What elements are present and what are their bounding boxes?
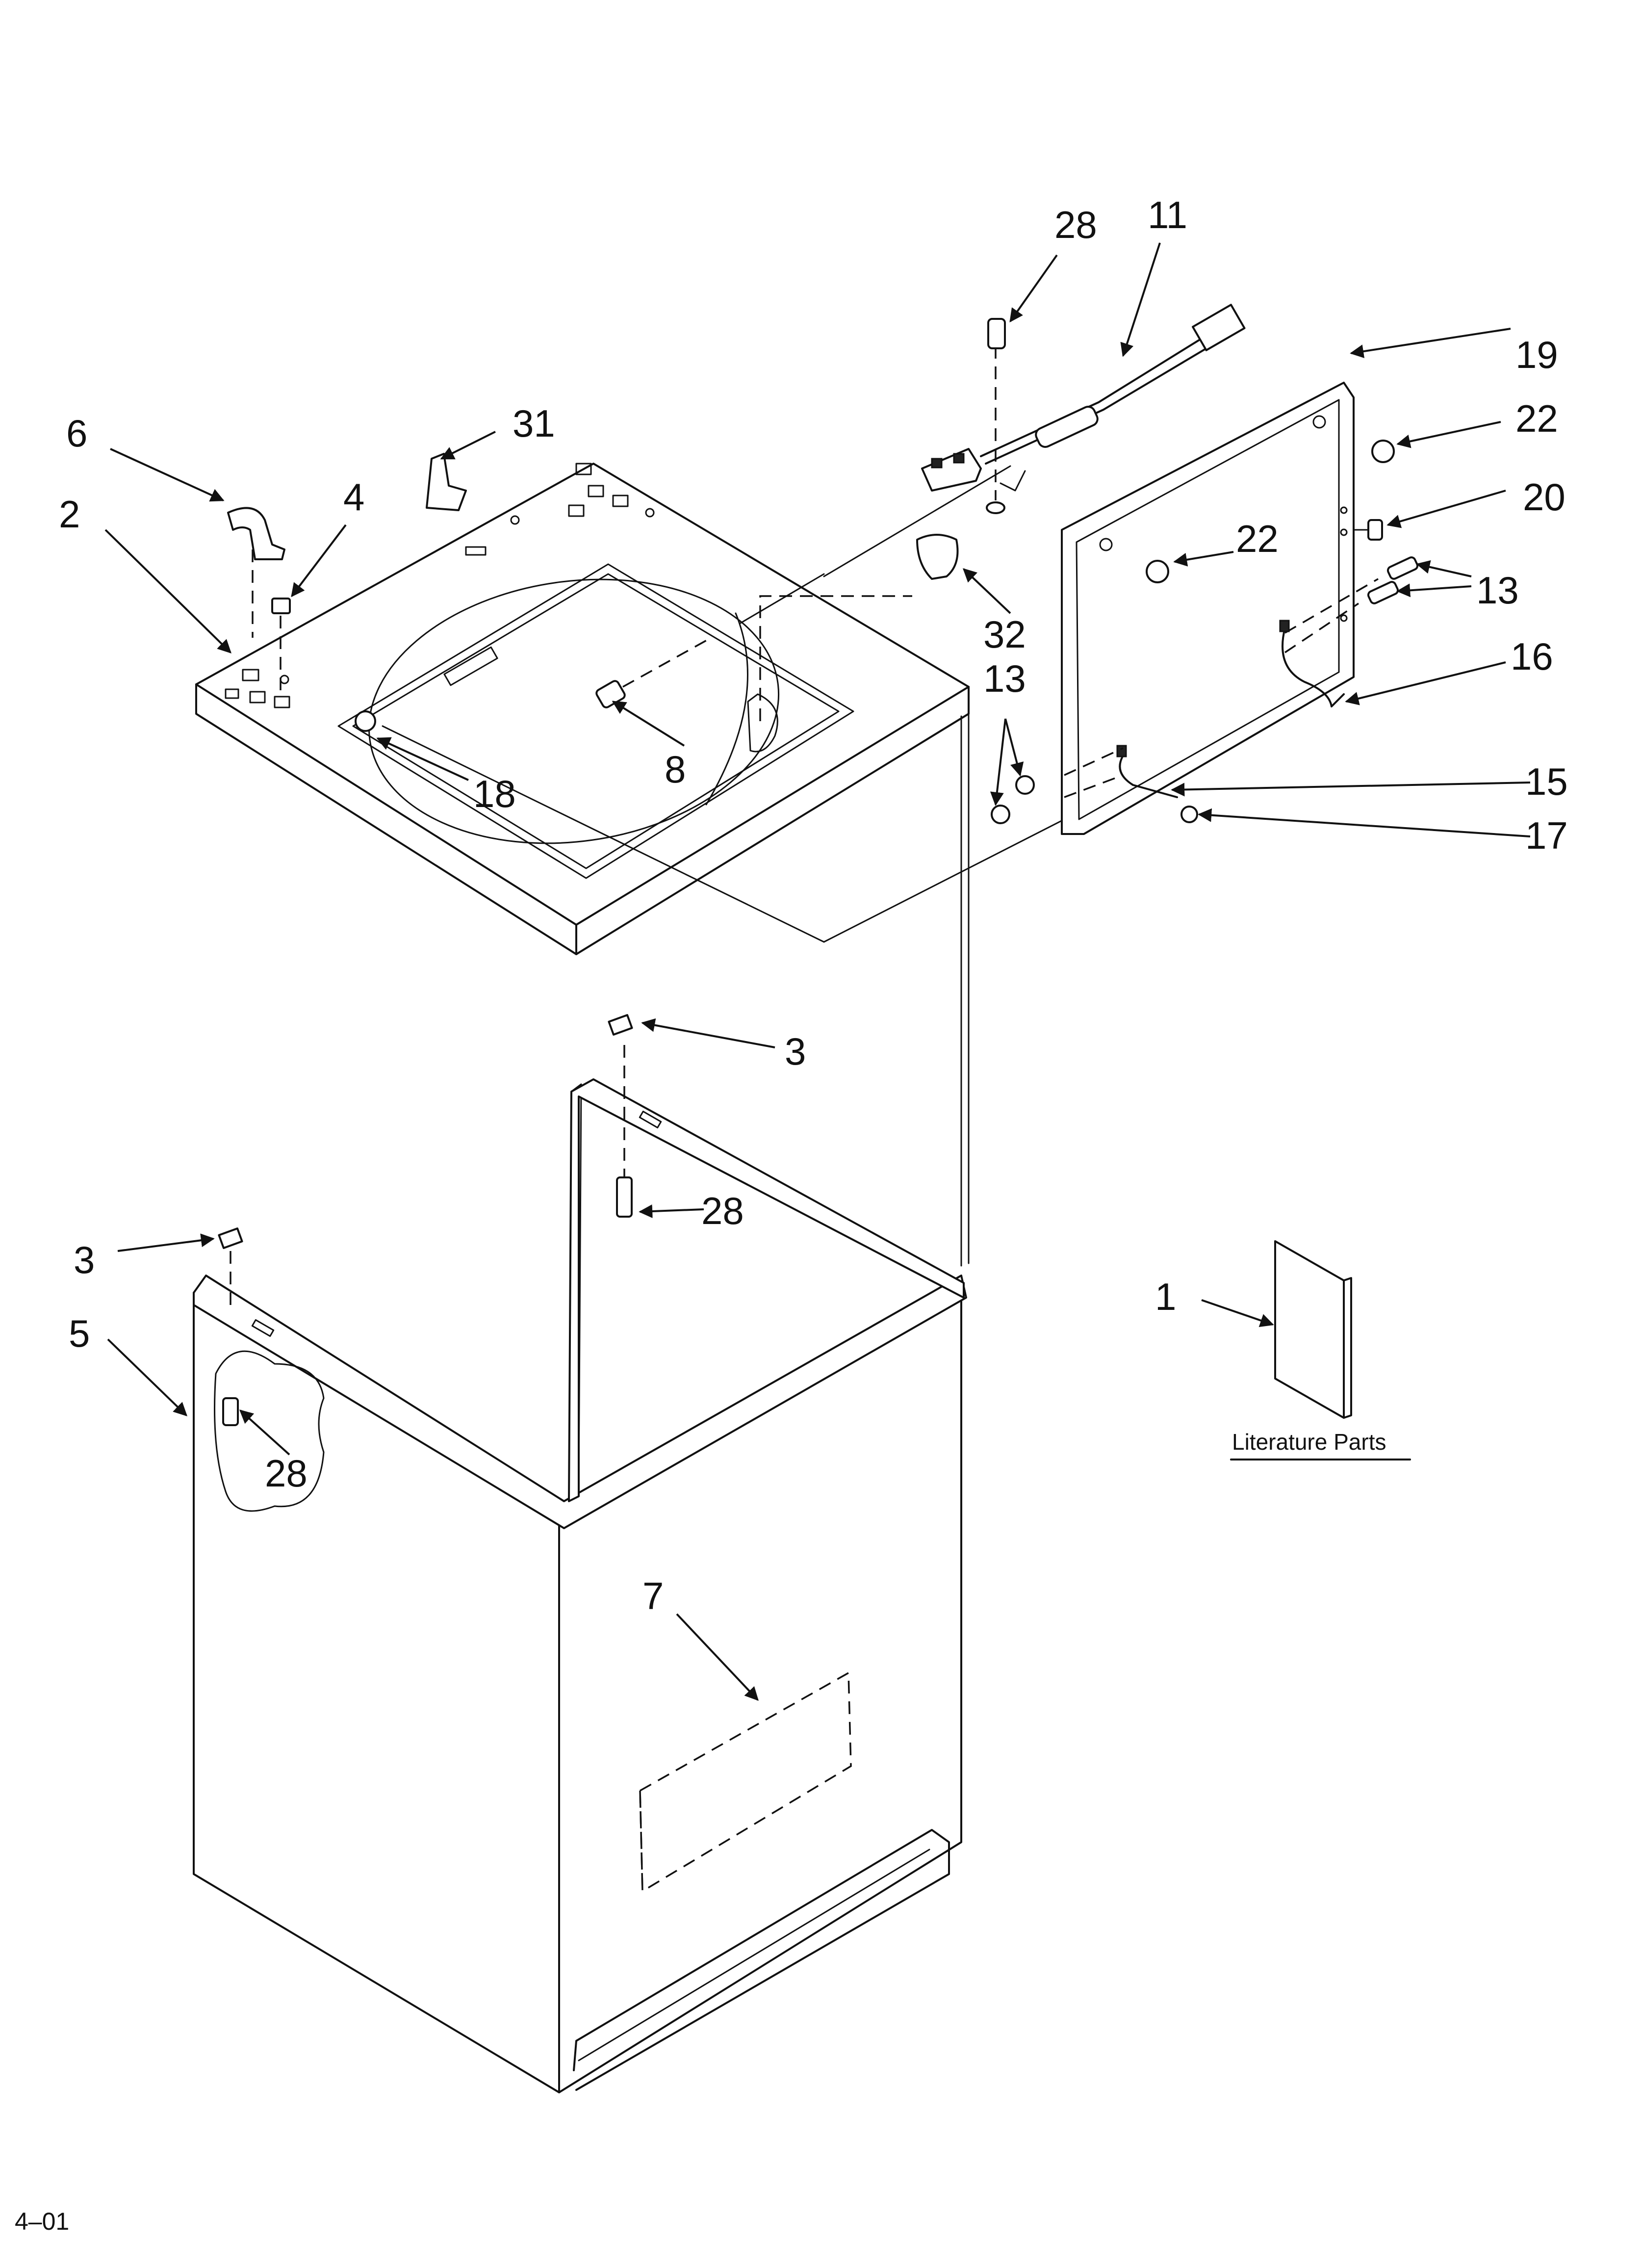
callout-28: 28 xyxy=(701,1189,744,1232)
clip-6 xyxy=(227,507,285,560)
callout-31: 31 xyxy=(513,402,555,445)
callout-3: 3 xyxy=(785,1030,806,1073)
actuator-32 xyxy=(759,534,959,721)
page-code: 4–01 xyxy=(15,2208,69,2235)
callout-17: 17 xyxy=(1525,814,1568,857)
literature-booklet xyxy=(1230,1240,1411,1460)
callout-13: 13 xyxy=(983,657,1026,700)
callout-28: 28 xyxy=(1054,203,1097,246)
callout-6: 6 xyxy=(66,412,87,455)
callout-22: 22 xyxy=(1236,517,1279,560)
callout-11: 11 xyxy=(1148,193,1187,236)
literature-parts-label: Literature Parts xyxy=(1232,1429,1386,1455)
cabinet xyxy=(193,1014,967,2093)
wire-15-and-plug-17 xyxy=(1064,745,1198,823)
lid-switch-11 xyxy=(921,304,1246,514)
callout-1: 1 xyxy=(1155,1275,1176,1318)
callout-8: 8 xyxy=(665,748,686,791)
callout-16: 16 xyxy=(1511,635,1553,678)
console-frame xyxy=(1061,382,1355,835)
callout-20: 20 xyxy=(1523,475,1565,519)
wire-harness-16 xyxy=(1279,620,1345,707)
clip-31 xyxy=(426,453,467,511)
callout-28: 28 xyxy=(265,1452,308,1495)
leader-arrows xyxy=(104,242,1531,1701)
callout-32: 32 xyxy=(983,613,1026,656)
callout-5: 5 xyxy=(69,1312,90,1355)
callout-18: 18 xyxy=(473,772,516,815)
callout-2: 2 xyxy=(59,493,80,536)
callout-22: 22 xyxy=(1515,397,1558,440)
console-clip-20 xyxy=(1353,519,1383,541)
callout-4: 4 xyxy=(343,475,364,519)
callout-19: 19 xyxy=(1515,333,1558,376)
callout-labels: 28 11 19 22 20 22 13 16 32 13 15 17 6 31… xyxy=(15,193,1568,2235)
clip-4 xyxy=(252,549,291,697)
console-alignment-lines xyxy=(382,465,1075,943)
callout-13: 13 xyxy=(1476,569,1519,612)
screws-13-right xyxy=(1284,556,1419,653)
callout-15: 15 xyxy=(1525,760,1568,803)
console-knob-22-upper xyxy=(1371,440,1395,463)
top-panel xyxy=(195,463,970,1267)
callout-3: 3 xyxy=(74,1238,95,1281)
console-knob-22-lower xyxy=(1146,560,1169,583)
callout-7: 7 xyxy=(642,1574,664,1617)
